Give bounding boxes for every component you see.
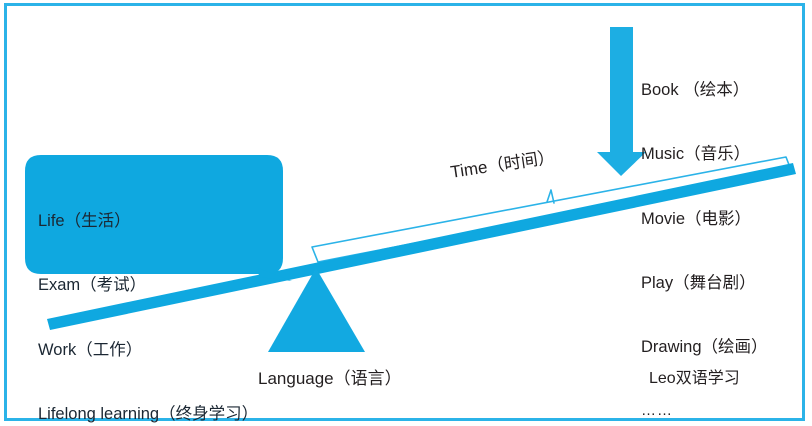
downward-force-arrow-shape	[597, 27, 646, 176]
effort-load-line-3: Lifelong learning（终身学习）	[38, 404, 259, 423]
effort-load-box-text: Life（生活） Exam（考试） Work（工作） Lifelong lear…	[38, 168, 258, 426]
effort-load-line-0: Life（生活）	[38, 211, 131, 230]
fulcrum-triangle	[268, 268, 365, 352]
output-line-2: Movie（电影）	[641, 209, 752, 228]
lever-bar	[47, 163, 796, 330]
author-signature: Leo双语学习	[649, 370, 740, 387]
output-line-4: Drawing（绘画）	[641, 338, 768, 357]
fulcrum-label-language: Language（语言）	[258, 369, 402, 388]
output-line-1: Music（音乐）	[641, 145, 751, 164]
effort-load-box-shape	[25, 155, 292, 281]
output-list-ellipsis: ……	[641, 402, 673, 420]
effort-load-line-1: Exam（考试）	[38, 276, 147, 295]
output-line-0: Book （绘本）	[641, 80, 750, 99]
output-line-3: Play（舞台剧）	[641, 273, 756, 292]
effort-load-line-2: Work（工作）	[38, 340, 143, 359]
output-list-text: Book （绘本） Music（音乐） Movie（电影） Play（舞台剧） …	[641, 37, 768, 426]
